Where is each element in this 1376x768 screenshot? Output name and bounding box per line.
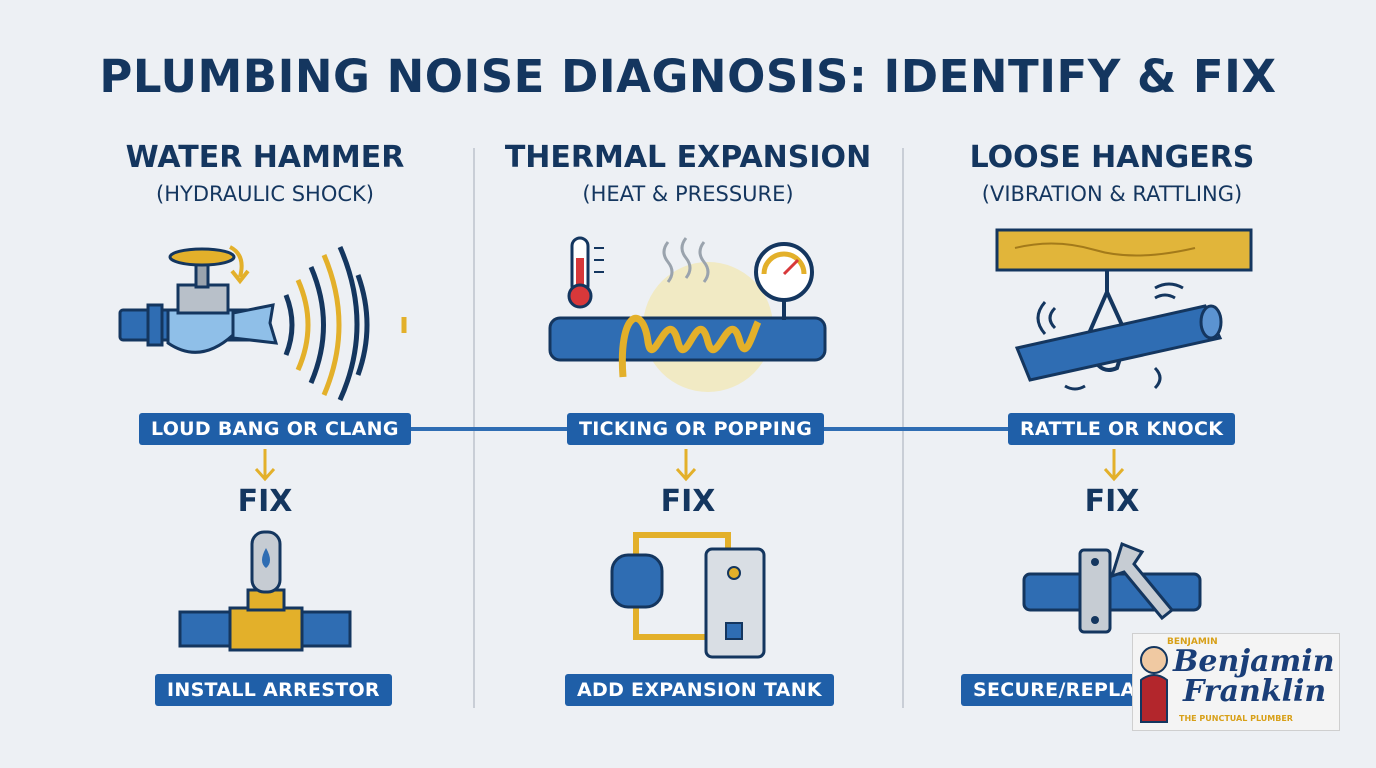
fix-label: FIX — [1084, 484, 1140, 519]
column-thermal-expansion: THERMAL EXPANSION (HEAT & PRESSURE) FIX — [468, 140, 908, 750]
column-subheading: (HEAT & PRESSURE) — [582, 182, 794, 206]
loose-hanger-pipe-icon — [995, 228, 1253, 391]
column-subheading: (HYDRAULIC SHOCK) — [156, 182, 374, 206]
company-logo: BENJAMIN Benjamin Franklin THE PUNCTUAL … — [1132, 633, 1340, 731]
down-arrow-icon — [1103, 449, 1125, 482]
symptom-badge-thermal-expansion: TICKING OR POPPING — [567, 413, 825, 445]
logo-name-line1: Benjamin — [1173, 644, 1335, 679]
down-arrow-icon — [675, 449, 697, 482]
thermal-expansion-pipe-icon — [548, 236, 827, 392]
logo-name-line2: Franklin — [1183, 674, 1327, 709]
fix-label: FIX — [660, 484, 716, 519]
column-subheading: (VIBRATION & RATTLING) — [981, 182, 1243, 206]
mascot-icon — [1140, 646, 1168, 723]
down-arrow-icon — [254, 449, 276, 482]
column-heading: LOOSE HANGERS — [969, 140, 1255, 175]
column-heading: THERMAL EXPANSION — [504, 140, 872, 175]
water-hammer-arrestor-icon — [178, 530, 352, 652]
water-hammer-valve-icon — [118, 245, 407, 402]
fix-label: FIX — [237, 484, 293, 519]
column-heading: WATER HAMMER — [125, 140, 405, 175]
solution-badge-water-hammer: INSTALL ARRESTOR — [155, 674, 392, 706]
wrench-clamp-icon — [1022, 542, 1202, 634]
page-title: PLUMBING NOISE DIAGNOSIS: IDENTIFY & FIX — [99, 50, 1277, 103]
column-loose-hangers: LOOSE HANGERS (VIBRATION & RATTLING) FIX — [892, 140, 1332, 750]
logo-top-text: BENJAMIN — [1167, 637, 1218, 647]
expansion-tank-icon — [610, 532, 766, 659]
solution-badge-thermal-expansion: ADD EXPANSION TANK — [565, 674, 834, 706]
column-water-hammer: WATER HAMMER (HYDRAULIC SHOCK) FIX — [45, 140, 485, 750]
symptom-badge-water-hammer: LOUD BANG OR CLANG — [139, 413, 411, 445]
solution-badge-loose-hangers: SECURE/REPLAC — [961, 674, 1135, 706]
symptom-badge-loose-hangers: RATTLE OR KNOCK — [1008, 413, 1236, 445]
logo-tagline: THE PUNCTUAL PLUMBER — [1179, 714, 1293, 723]
